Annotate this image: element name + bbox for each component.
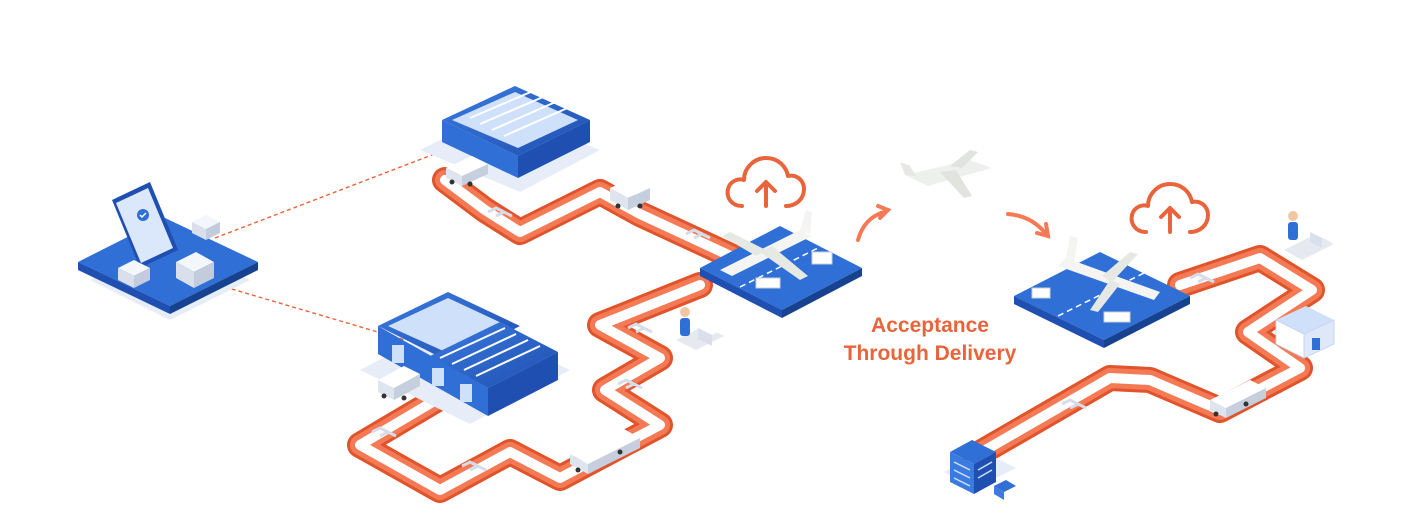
worker-icon: [1284, 211, 1334, 260]
cloud-upload-icon: [725, 156, 806, 208]
cloud-upload-icon: [1129, 182, 1210, 234]
warehouse-icon: [360, 292, 570, 424]
customer-house-icon: [1275, 306, 1335, 359]
caption-line-1: Acceptance: [871, 314, 989, 337]
airplane-icon: [900, 150, 992, 198]
flight-arrows: [856, 204, 1051, 242]
office-building-icon: [944, 440, 1016, 500]
route-direction-markers: [371, 206, 1215, 472]
truck-icon: [378, 366, 420, 401]
parcel-boxes: [118, 215, 220, 288]
truck-icon: [610, 178, 650, 210]
order-hub: [78, 182, 258, 320]
airport-platform-origin: [700, 226, 862, 318]
order-links: [214, 149, 446, 341]
caption-line-2: Through Delivery: [843, 342, 1017, 365]
worker-icon: [676, 307, 726, 350]
diagram-caption: Acceptance Through Delivery: [770, 312, 1090, 368]
truck-icon: [570, 428, 640, 474]
airplane-icon: [1031, 236, 1160, 323]
airplane-icon: [720, 210, 833, 289]
truck-icon: [1210, 380, 1266, 418]
warehouse-icon: [420, 86, 600, 365]
smartphone-icon: [112, 182, 178, 268]
truck-icon: [446, 156, 488, 187]
